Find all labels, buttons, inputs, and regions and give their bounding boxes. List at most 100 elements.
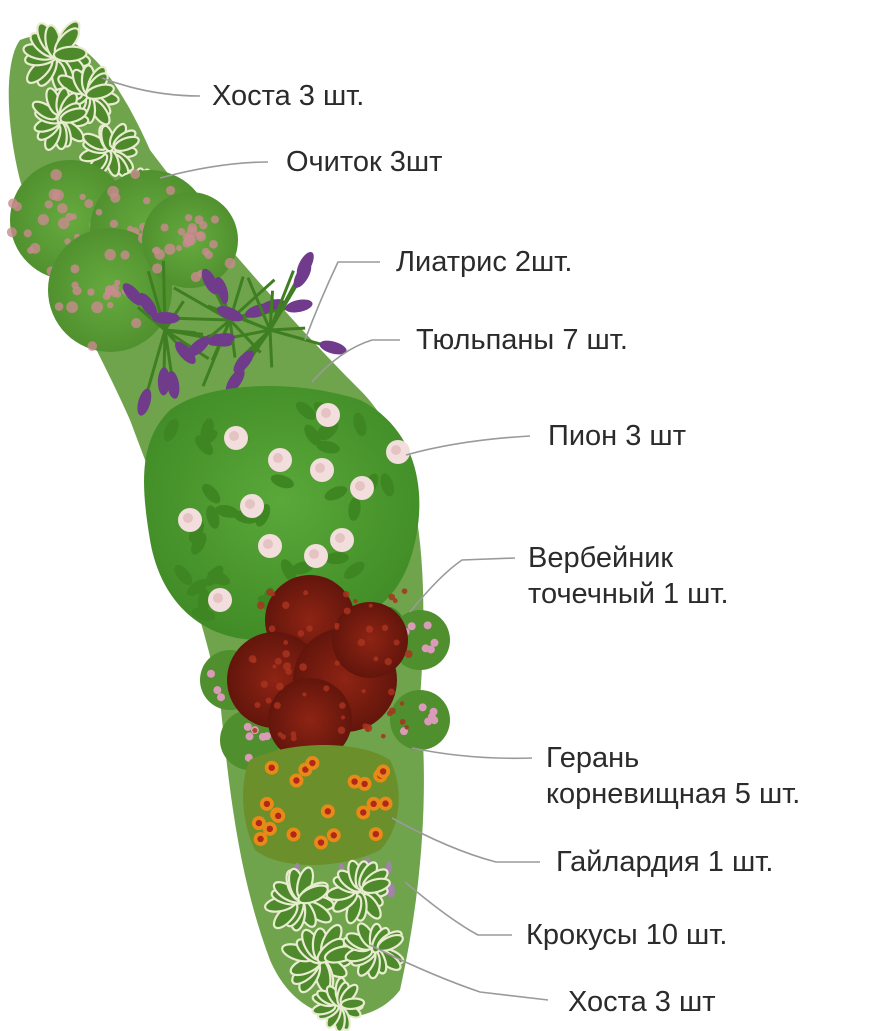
peony-bloom-center (315, 463, 325, 473)
sedum-bloom (110, 193, 120, 203)
sedum-bloom (66, 301, 78, 313)
lysimachia-detail (404, 725, 408, 729)
sedum-bloom (52, 189, 64, 201)
lysimachia-detail (373, 656, 378, 661)
label-liatris: Лиатрис 2шт. (396, 244, 572, 280)
sedum-bloom (24, 229, 32, 237)
sedum-bloom (38, 214, 49, 225)
leader-line-liatris (305, 262, 380, 340)
peony-bloom-center (263, 539, 273, 549)
sedum-bloom (152, 263, 162, 273)
sedum-bloom (111, 284, 119, 292)
lysimachia-detail (252, 728, 257, 733)
sedum-bloom (211, 215, 219, 223)
geranium-bloom (430, 708, 438, 716)
peony-bloom-center (183, 513, 193, 523)
leader-line-geranium (412, 748, 532, 758)
lysimachia-detail (274, 702, 281, 709)
liatris-leaf (270, 330, 272, 367)
peony-bloom-center (355, 481, 365, 491)
lysimachia-detail (389, 707, 396, 714)
lysimachia-detail (269, 625, 276, 632)
sedum-bloom (131, 318, 141, 328)
gaillardia-bloom-center (264, 801, 270, 807)
sedum-bloom (120, 250, 129, 259)
label-hosta-bottom-line: Хоста 3 шт (568, 984, 716, 1020)
lysimachia-detail (334, 625, 339, 630)
sedum-bloom (27, 247, 34, 254)
lysimachia-detail (266, 697, 272, 703)
gaillardia-bloom-center (257, 836, 263, 842)
peony-bloom-center (391, 445, 401, 455)
sedum-bloom (55, 302, 64, 311)
sedum-bloom (161, 223, 169, 231)
sedum-bloom (103, 292, 111, 300)
lysimachia-detail (388, 689, 395, 696)
label-tulips-line: Тюльпаны 7 шт. (416, 322, 628, 358)
gaillardia-bloom-center (318, 839, 324, 845)
sedum-bloom (87, 288, 94, 295)
peony-bloom-center (321, 408, 331, 418)
lysimachia-detail (270, 592, 275, 597)
sedum-bloom (199, 221, 207, 229)
geranium-bloom (424, 717, 432, 725)
lysimachia-detail (405, 650, 413, 658)
sedum-bloom (7, 227, 17, 237)
lysimachia-detail (382, 625, 388, 631)
label-tulips: Тюльпаны 7 шт. (416, 322, 628, 358)
gaillardia-bloom-center (351, 778, 357, 784)
label-peony-line: Пион 3 шт (548, 418, 686, 454)
geranium-bloom (246, 732, 254, 740)
gaillardia-bloom-center (309, 760, 315, 766)
sedum-bloom (110, 220, 118, 228)
label-lysimachia-line-1: Вербейник (528, 540, 729, 576)
label-lysimachia-line-2: точечный 1 шт. (528, 576, 729, 612)
sedum-bloom (178, 228, 185, 235)
geranium-bloom (424, 621, 432, 629)
gaillardia-group (243, 745, 399, 865)
label-geranium: Герань корневищная 5 шт. (546, 740, 800, 812)
lysimachia-detail (381, 734, 386, 739)
lysimachia-detail (283, 662, 291, 670)
sedum-bloom (164, 244, 175, 255)
gaillardia-bloom-center (325, 808, 331, 814)
label-sedum-line: Очиток 3шт (286, 144, 442, 180)
geranium-bloom (207, 670, 215, 678)
lysimachia-detail (388, 594, 395, 601)
gaillardia-bloom-center (269, 764, 275, 770)
gaillardia-bloom-center (380, 768, 386, 774)
lysimachia-detail (291, 735, 297, 741)
peony-bloom-center (273, 453, 283, 463)
gaillardia-bloom-center (360, 809, 366, 815)
label-geranium-line-1: Герань (546, 740, 800, 776)
geranium-bloom (217, 693, 225, 701)
lysimachia-detail (366, 626, 373, 633)
gaillardia-bloom-center (382, 800, 388, 806)
sedum-bloom (114, 291, 121, 298)
lysimachia-detail (353, 599, 357, 603)
lysimachia-detail (362, 689, 366, 693)
label-geranium-line-2: корневищная 5 шт. (546, 776, 800, 812)
lysimachia-detail (275, 658, 282, 665)
lysimachia-detail (341, 715, 345, 719)
lysimachia-detail (339, 702, 346, 709)
sedum-bloom (166, 186, 175, 195)
peony-bloom-center (213, 593, 223, 603)
sedum-bloom (70, 264, 79, 273)
gaillardia-bloom-center (370, 801, 376, 807)
lysimachia-detail (254, 702, 260, 708)
sedum-bloom (65, 213, 73, 221)
lysimachia-detail (335, 661, 340, 666)
lysimachia-detail (364, 724, 372, 732)
sedum-bloom (130, 169, 140, 179)
gaillardia-bloom-center (361, 781, 367, 787)
sedum-bloom (91, 301, 103, 313)
lysimachia-detail (358, 639, 366, 647)
gaillardia-bloom-center (275, 813, 281, 819)
sedum-bloom (184, 234, 196, 246)
label-peony: Пион 3 шт (548, 418, 686, 454)
gaillardia-bloom-center (373, 831, 379, 837)
sedum-bloom (50, 169, 61, 180)
peony-bloom-center (335, 533, 345, 543)
lysimachia-detail (338, 727, 345, 734)
